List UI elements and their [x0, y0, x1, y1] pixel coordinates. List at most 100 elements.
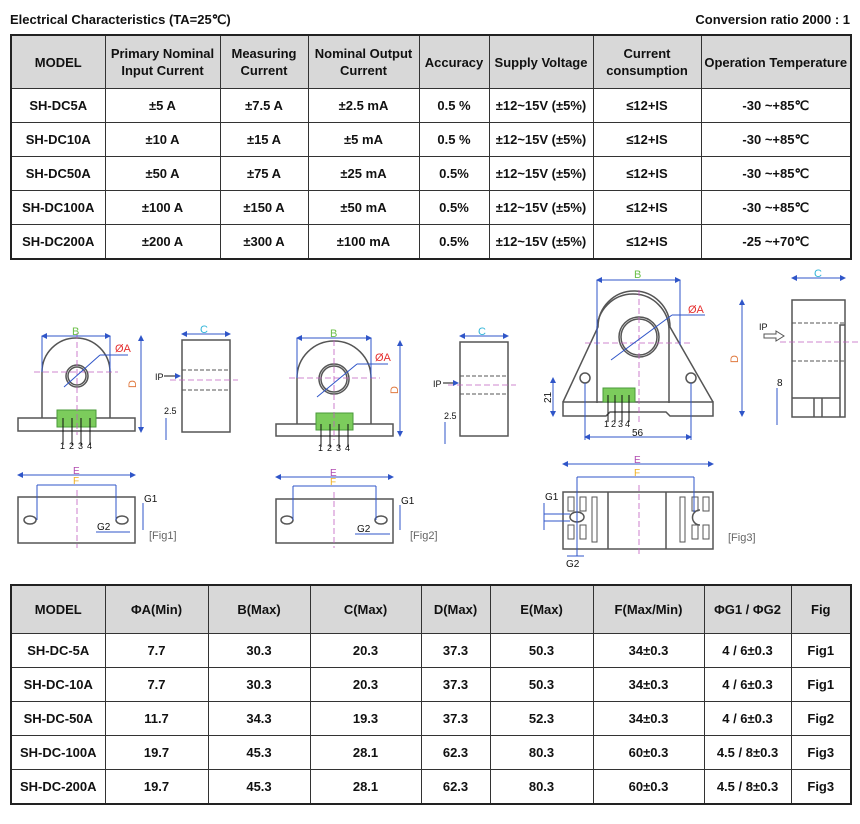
- table-cell: 37.3: [420, 701, 491, 736]
- table-cell: 0.5 %: [418, 88, 490, 123]
- table-cell: ±50 mA: [307, 190, 420, 225]
- table-cell: ±10 A: [104, 122, 221, 157]
- column-header: Accuracy: [418, 34, 490, 89]
- table-cell: SH-DC-50A: [10, 701, 106, 736]
- column-header: Nominal Output Current: [307, 34, 420, 89]
- label-d: D: [729, 355, 741, 363]
- table-cell: 62.3: [420, 769, 491, 805]
- table-cell: SH-DC100A: [10, 190, 106, 225]
- label-g2: G2: [566, 559, 580, 570]
- column-header: D(Max): [420, 584, 491, 634]
- column-header: Supply Voltage: [488, 34, 594, 89]
- table-cell: 4 / 6±0.3: [703, 701, 792, 736]
- table-cell: 60±0.3: [592, 735, 705, 770]
- table-cell: 4 / 6±0.3: [703, 667, 792, 702]
- label-c: C: [200, 324, 208, 336]
- table-cell: ≤12+IS: [592, 190, 702, 225]
- fig3-side-view: [763, 275, 860, 425]
- table-cell: -25 ~+70℃: [700, 224, 852, 260]
- fig2-side-view: [443, 333, 516, 444]
- pin-4: 4: [345, 443, 350, 453]
- column-header: MODEL: [10, 34, 106, 89]
- table-cell: ±75 A: [219, 156, 309, 191]
- label-a: ØA: [115, 343, 132, 355]
- dim-2-5: 2.5: [164, 406, 177, 416]
- table-cell: ±12~15V (±5%): [488, 88, 594, 123]
- table-cell: ±7.5 A: [219, 88, 309, 123]
- dim-8: 8: [777, 378, 783, 389]
- label-c: C: [814, 268, 822, 280]
- table-cell: ±300 A: [219, 224, 309, 260]
- pin-3: 3: [78, 441, 83, 451]
- column-header: Measuring Current: [219, 34, 309, 89]
- table-cell: 20.3: [309, 633, 422, 668]
- table-cell: ±5 mA: [307, 122, 420, 157]
- caption-fig2: [Fig2]: [410, 530, 438, 542]
- column-header: C(Max): [309, 584, 422, 634]
- table-cell: 11.7: [104, 701, 209, 736]
- table-cell: 80.3: [489, 735, 594, 770]
- label-g1: G1: [401, 496, 415, 507]
- caption-fig1: [Fig1]: [149, 530, 177, 542]
- table-cell: 37.3: [420, 633, 491, 668]
- table-cell: 50.3: [489, 667, 594, 702]
- pin-1: 1: [60, 441, 65, 451]
- table-cell: 19.7: [104, 769, 209, 805]
- table-cell: 7.7: [104, 633, 209, 668]
- table-cell: 37.3: [420, 667, 491, 702]
- table-cell: SH-DC10A: [10, 122, 106, 157]
- table-cell: -30 ~+85℃: [700, 88, 852, 123]
- pin-2: 2: [611, 419, 616, 429]
- table-cell: 50.3: [489, 633, 594, 668]
- table-cell: ±15 A: [219, 122, 309, 157]
- table-cell: -30 ~+85℃: [700, 190, 852, 225]
- table-cell: ±12~15V (±5%): [488, 190, 594, 225]
- conversion-ratio: Conversion ratio 2000 : 1: [695, 12, 850, 27]
- table-cell: 4.5 / 8±0.3: [703, 735, 792, 770]
- pin-4: 4: [625, 419, 630, 429]
- table-cell: 0.5%: [418, 190, 490, 225]
- table-cell: 0.5%: [418, 224, 490, 260]
- table-cell: ±25 mA: [307, 156, 420, 191]
- label-g1: G1: [144, 494, 158, 505]
- label-f: F: [73, 476, 79, 487]
- column-header: Current consumption: [592, 34, 702, 89]
- pin-1: 1: [318, 443, 323, 453]
- label-ip: IP: [433, 379, 442, 389]
- table-cell: 19.7: [104, 735, 209, 770]
- pin-3: 3: [336, 443, 341, 453]
- dim-2-5: 2.5: [444, 411, 457, 421]
- caption-fig3: [Fig3]: [728, 532, 756, 544]
- table-cell: ±12~15V (±5%): [488, 122, 594, 157]
- column-header: F(Max/Min): [592, 584, 705, 634]
- label-g1: G1: [545, 492, 559, 503]
- table-cell: ±12~15V (±5%): [488, 156, 594, 191]
- table-cell: 7.7: [104, 667, 209, 702]
- dim-56: 56: [632, 428, 644, 439]
- table-cell: Fig1: [790, 633, 852, 668]
- label-c: C: [478, 326, 486, 338]
- label-a: ØA: [688, 304, 705, 316]
- pin-2: 2: [327, 443, 332, 453]
- table-cell: 4.5 / 8±0.3: [703, 769, 792, 805]
- pin-1: 1: [604, 419, 609, 429]
- table-cell: 34±0.3: [592, 701, 705, 736]
- fig1-front-view: [17, 333, 144, 445]
- table-cell: Fig1: [790, 667, 852, 702]
- fig3-front-view: [550, 277, 745, 440]
- fig3-bottom-view: [543, 461, 714, 557]
- table-cell: SH-DC-5A: [10, 633, 106, 668]
- label-d: D: [127, 380, 139, 388]
- table-cell: ±150 A: [219, 190, 309, 225]
- table-cell: Fig3: [790, 769, 852, 805]
- label-g2: G2: [357, 524, 371, 535]
- table-cell: Fig3: [790, 735, 852, 770]
